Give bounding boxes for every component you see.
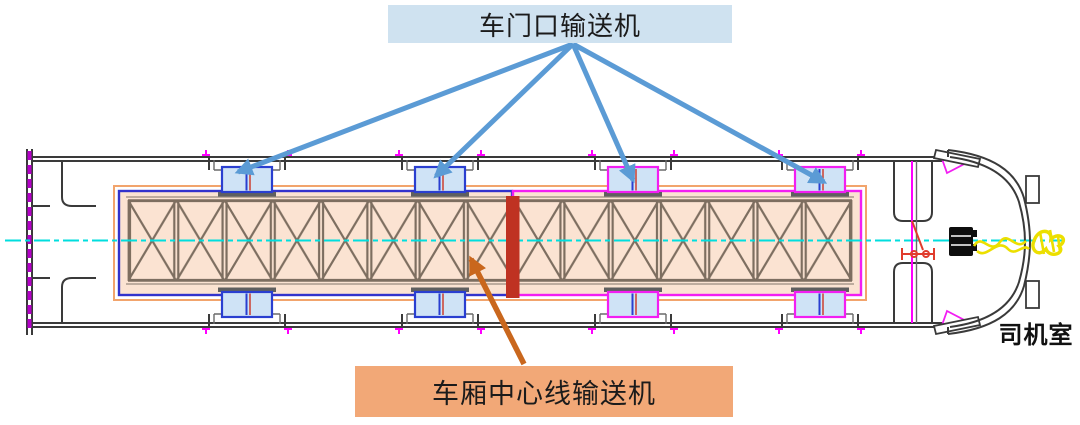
cab-door-mechanism xyxy=(901,220,935,260)
nose-fixture-top xyxy=(1025,175,1040,204)
center-conveyor-label: 车厢中心线输送机 xyxy=(355,366,733,417)
door-conveyor-label: 车门口输送机 xyxy=(388,5,732,43)
nose-fixture-bottom xyxy=(1025,280,1040,309)
door-leader-arrows xyxy=(234,41,828,185)
driver-cab-label: 司机室 xyxy=(998,321,1074,349)
gangway-end-left xyxy=(32,161,96,323)
leader-arrow-door-3 xyxy=(570,42,636,184)
center-divider-red-bar xyxy=(506,196,520,298)
leader-arrow-door-2 xyxy=(433,42,575,179)
car-body-outline xyxy=(26,149,948,335)
driver-seat xyxy=(949,227,977,256)
leader-arrow-door-1 xyxy=(234,41,574,176)
leader-arrow-center-conveyor xyxy=(468,255,527,366)
cab-roof-hatches xyxy=(932,148,982,336)
center-conveyor xyxy=(113,185,867,301)
coupler-sketch xyxy=(972,229,1065,256)
driver-cab xyxy=(893,148,1065,336)
leader-arrow-door-4 xyxy=(571,41,828,185)
